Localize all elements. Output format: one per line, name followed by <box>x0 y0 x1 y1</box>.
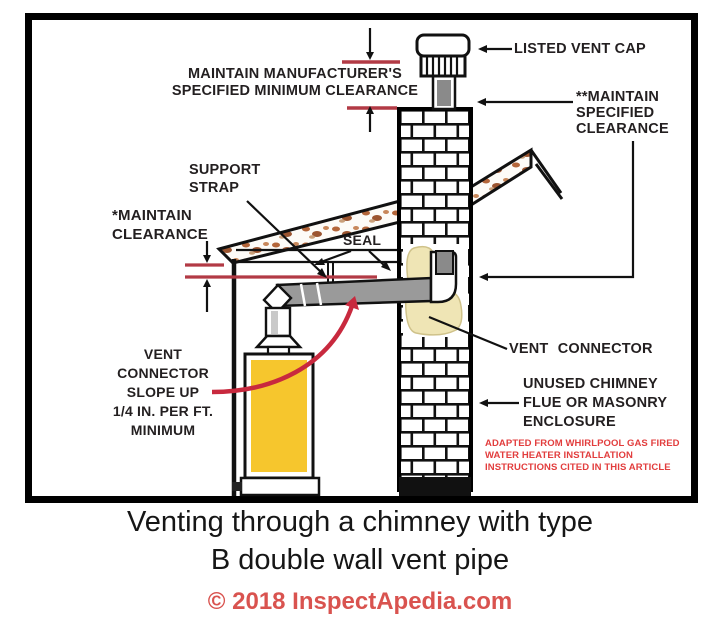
label-listed-vent-cap: LISTED VENT CAP <box>514 41 646 57</box>
figure-caption: Venting through a chimney with type B do… <box>127 506 593 576</box>
flue-stub <box>435 250 454 275</box>
label-support-strap: SUPPORT STRAP <box>189 162 261 196</box>
slope-arrow <box>211 296 359 395</box>
label-maintain-clearance: *MAINTAIN CLEARANCE <box>112 207 208 243</box>
copyright-notice: © 2018 InspectApedia.com <box>207 588 513 615</box>
label-manufacturer-clearance: MAINTAIN MANUFACTURER'S SPECIFIED MINIMU… <box>171 66 419 99</box>
house-structure <box>231 248 398 496</box>
label-vent-connector: VENT CONNECTOR <box>509 341 653 357</box>
label-unused-chimney: UNUSED CHIMNEY FLUE OR MASONRY ENCLOSURE <box>523 376 668 430</box>
draft-hood <box>254 334 303 349</box>
label-slope-note: VENT CONNECTOR SLOPE UP 1/4 IN. PER FT. … <box>112 346 214 438</box>
red-clearance-lines <box>185 60 400 279</box>
leader-lines <box>246 45 635 407</box>
vent-cap <box>415 33 471 111</box>
water-heater <box>232 334 321 497</box>
roof <box>216 147 564 265</box>
label-seal: SEAL <box>343 232 382 248</box>
label-maintain-specified-clearance: **MAINTAIN SPECIFIED CLEARANCE <box>576 89 669 137</box>
vent-connector-pipe <box>262 250 458 338</box>
dimension-arrows <box>203 28 374 312</box>
border-frame <box>25 13 698 503</box>
label-adapted-note: ADAPTED FROM WHIRLPOOL GAS FIRED WATER H… <box>485 438 680 473</box>
heater-base <box>239 476 321 497</box>
